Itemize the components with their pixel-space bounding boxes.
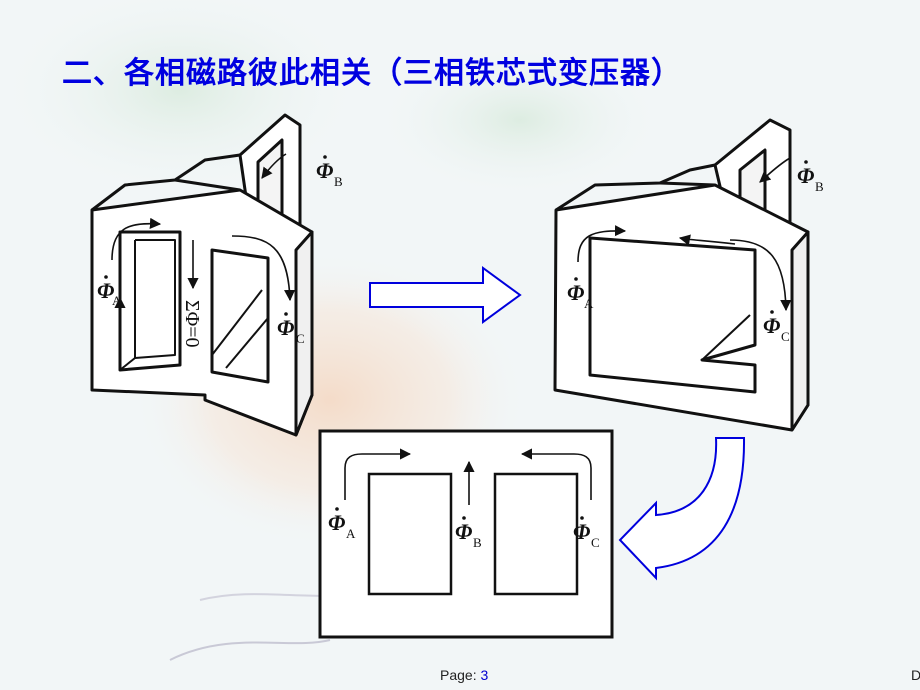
transition-arrow-curved	[618, 437, 746, 581]
svg-text:B: B	[473, 535, 482, 550]
phasor-dots	[104, 155, 808, 520]
separate-cores-diagram	[90, 113, 314, 437]
svg-text:A: A	[346, 526, 356, 541]
page-label: Page:	[440, 667, 477, 683]
combined-core-diagram	[553, 118, 810, 432]
right-labels: Φ A Φ B Φ C	[567, 163, 824, 344]
svg-text:C: C	[591, 535, 600, 550]
bottom-labels: Φ A Φ B Φ C	[328, 510, 600, 550]
right-flux-arrows	[577, 157, 792, 312]
svg-text:A: A	[584, 296, 594, 311]
svg-text:C: C	[781, 329, 790, 344]
flux-label-c-left: Φ	[277, 315, 294, 340]
corner-text: D	[911, 667, 920, 683]
left-flux-arrows	[111, 153, 296, 330]
svg-text:A: A	[112, 293, 122, 308]
transition-arrow-right	[369, 266, 522, 324]
flux-label-c-bottom: Φ	[573, 519, 590, 544]
svg-text:C: C	[296, 331, 305, 346]
page-footer: Page: 3	[440, 667, 488, 683]
sum-flux-label: ΣΦ=0	[181, 300, 203, 348]
svg-text:B: B	[815, 179, 824, 194]
left-labels: Φ A Φ B Φ C ΣΦ=0	[97, 158, 343, 348]
flux-label-b-right: Φ	[797, 163, 814, 188]
svg-text:B: B	[334, 174, 343, 189]
flux-label-a-bottom: Φ	[328, 510, 345, 535]
flux-label-a-left: Φ	[97, 278, 114, 303]
flux-label-a-right: Φ	[567, 280, 584, 305]
flux-label-b-bottom: Φ	[455, 519, 472, 544]
flux-label-c-right: Φ	[763, 313, 780, 338]
bottom-flux-arrows	[344, 448, 592, 505]
flux-label-b-left: Φ	[316, 158, 333, 183]
slide-title: 二、各相磁路彼此相关（三相铁芯式变压器）	[62, 56, 682, 91]
page-number: 3	[480, 667, 489, 683]
